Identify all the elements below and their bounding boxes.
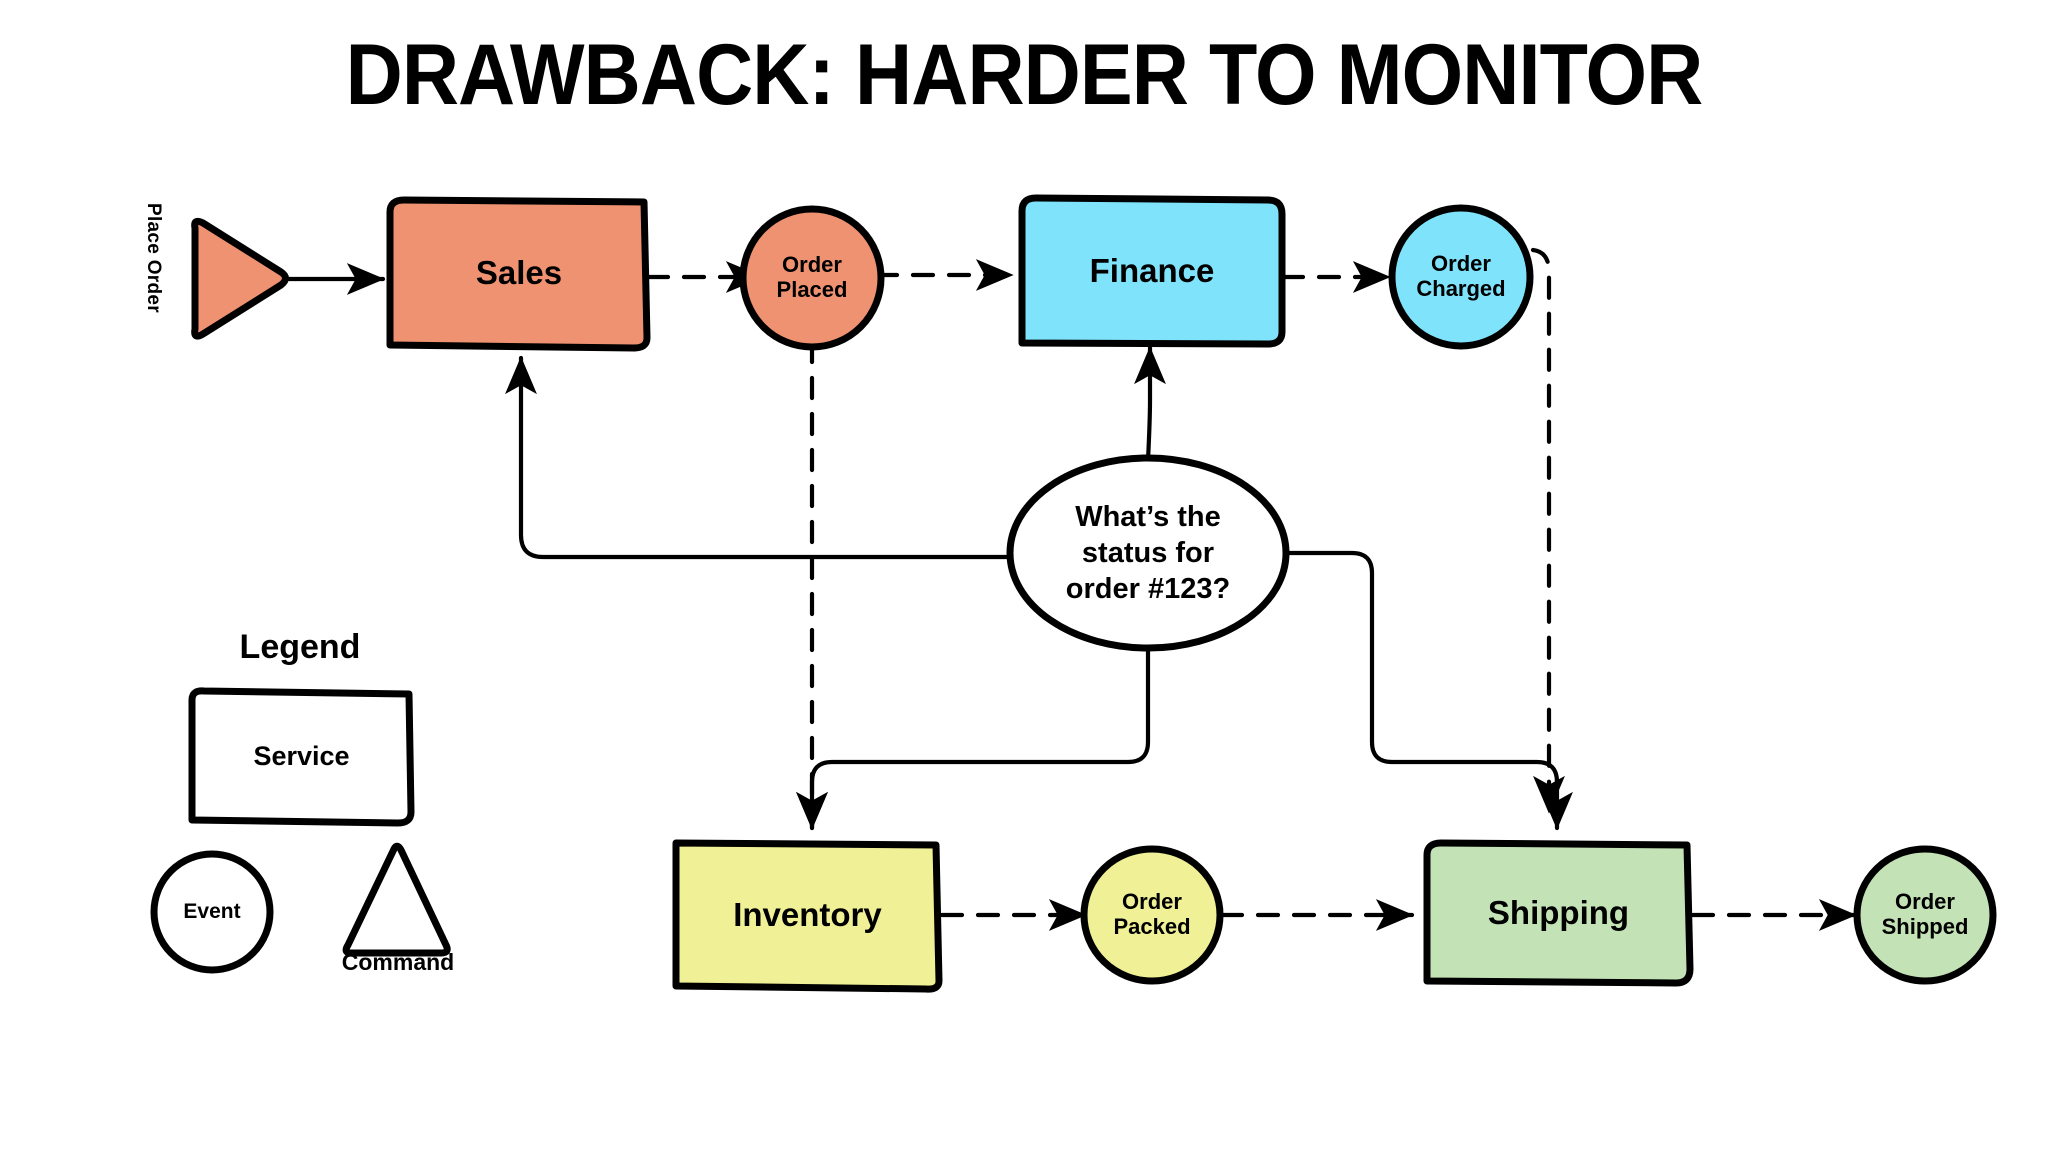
page-title: DRAWBACK: HARDER TO MONITOR — [345, 27, 1704, 123]
edge-order-charged-to-shipping — [1530, 247, 1565, 815]
legend-service-shape — [188, 687, 415, 827]
edge-question-to-finance — [1134, 345, 1166, 463]
event-shape-order-packed — [1080, 845, 1224, 985]
event-shape-order-placed — [739, 205, 885, 351]
legend-event-shape — [150, 850, 274, 974]
event-shape-order-charged — [1388, 204, 1534, 350]
command-shape-place-order — [191, 217, 289, 340]
edge-question-to-inventory — [796, 637, 1151, 831]
question-shape — [1006, 454, 1290, 652]
command-label-place-order: Place Order — [143, 203, 164, 313]
legend-command-shape — [342, 842, 451, 957]
service-shape-sales — [386, 196, 651, 352]
service-shape-finance — [1018, 194, 1286, 348]
service-shape-shipping — [1423, 839, 1694, 987]
service-shape-inventory — [672, 839, 943, 993]
event-shape-order-shipped — [1853, 845, 1997, 985]
edge-question-to-shipping — [1283, 550, 1573, 831]
edge-question-to-sales — [505, 355, 1014, 560]
